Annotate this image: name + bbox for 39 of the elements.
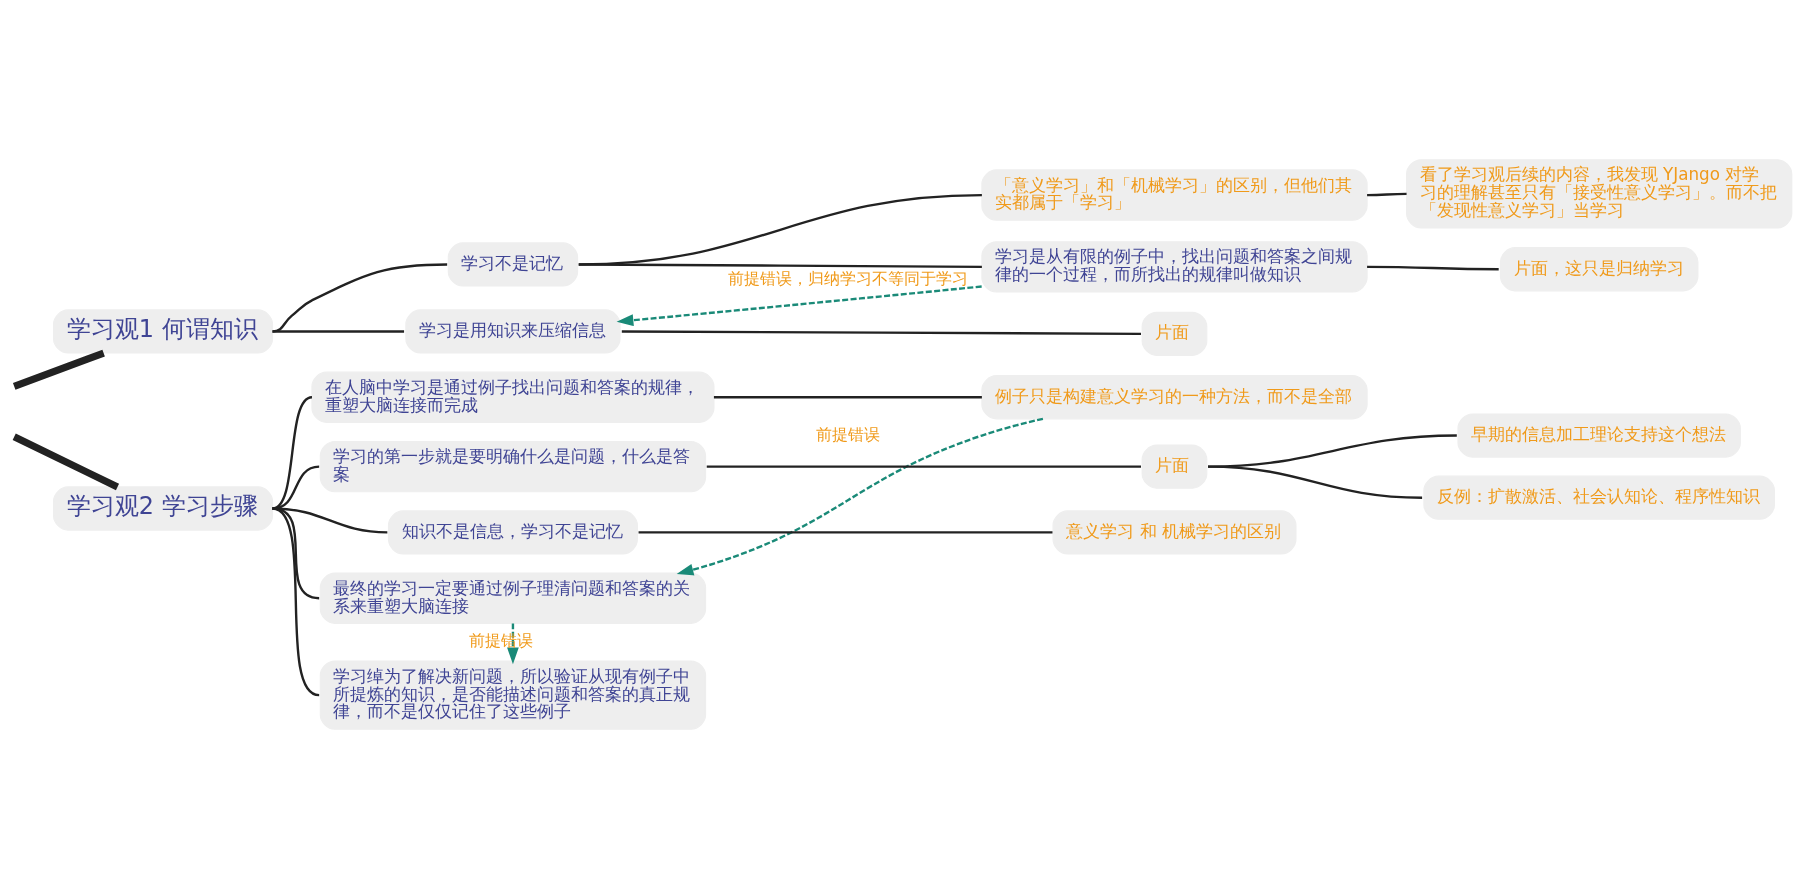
- edge-label: 前提错误: [468, 632, 533, 651]
- connector: [272, 330, 405, 333]
- node-box: 「意义学习」和「机械学习」的区别，但他们其实都属于「学习」: [981, 169, 1368, 221]
- node-box: 学习观1 何谓知识: [52, 309, 274, 354]
- connector: [272, 263, 448, 333]
- connector: [706, 465, 1141, 468]
- node-box: 例子只是构建意义学习的一种方法，而不是全部: [981, 375, 1368, 420]
- node-box: 早期的信息加工理论支持这个想法: [1457, 413, 1741, 458]
- connector: [1367, 192, 1407, 197]
- edge-label: 前提错误，归纳学习不等同于学习: [727, 270, 968, 289]
- node-box: 片面，这只是归纳学习: [1499, 247, 1699, 292]
- connector: [621, 330, 1141, 336]
- node-box: 片面: [1141, 444, 1208, 489]
- node-box: 反例：扩散激活、社会认知论、程序性知识: [1423, 475, 1775, 520]
- connector: [638, 531, 1053, 534]
- connector: [1367, 265, 1499, 271]
- node-box: 学习的第一步就是要明确什么是问题，什么是答案: [319, 440, 707, 493]
- node-box: 看了学习观后续的内容，我发现 YJango 对学习的理解甚至只有「接受性意义学习」。而不把「发现性意义学习」当学习: [1405, 159, 1793, 229]
- node-box: 学习是从有限的例子中，找出问题和答案之间规律的一个过程，而所找出的规律叫做知识: [981, 241, 1368, 293]
- node-box: 学习是用知识来压缩信息: [405, 309, 621, 354]
- node-box: 最终的学习一定要通过例子理清问题和答案的关系来重塑大脑连接: [319, 572, 707, 624]
- arrow: [676, 417, 1044, 576]
- node-box: 片面: [1141, 311, 1208, 356]
- node-box: 意义学习 和 机械学习的区别: [1052, 510, 1297, 555]
- connector: [12, 433, 120, 491]
- node-box: 学习不是记忆: [447, 242, 579, 287]
- node-box: 在人脑中学习是通过例子找出问题和答案的规律，重塑大脑连接而完成: [311, 371, 715, 423]
- connector: [272, 507, 388, 534]
- connector: [1207, 465, 1423, 499]
- node-box: 知识不是信息，学习不是记忆: [387, 510, 638, 555]
- node-box: 学习观2 学习步骤: [52, 486, 274, 531]
- connector: [12, 349, 105, 390]
- edge-label: 前提错误: [815, 425, 880, 444]
- node-box: 学习绰为了解决新问题，所以验证从现有例子中所提炼的知识，是否能描述问题和答案的真正规律，而不是仅仅记住了这些例子: [319, 660, 707, 730]
- connector: [578, 263, 982, 269]
- arrow: [507, 623, 519, 665]
- connector: [713, 396, 982, 399]
- connector: [272, 507, 320, 697]
- arrow: [616, 285, 982, 327]
